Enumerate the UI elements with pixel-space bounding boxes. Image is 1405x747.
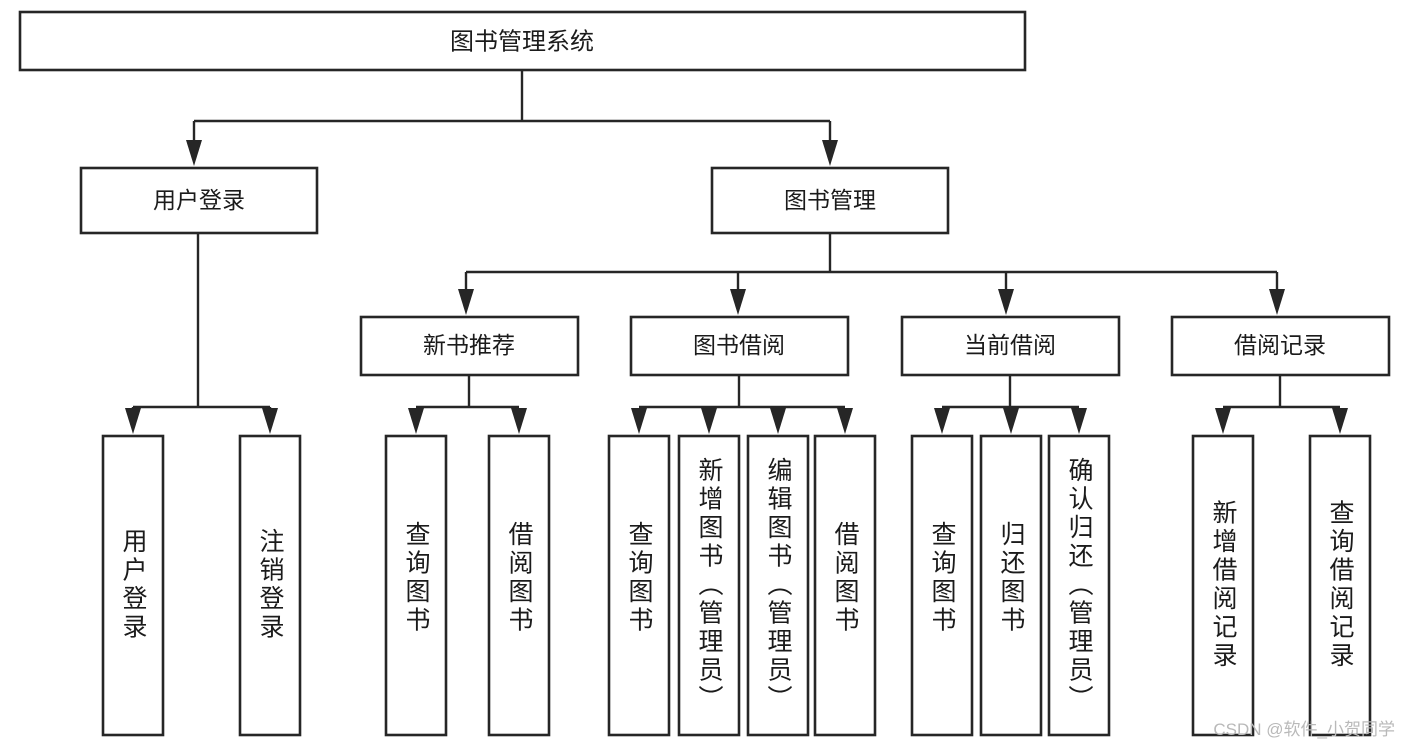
node-book-borrow-label: 图书借阅 xyxy=(693,332,785,358)
node-leaf-logout-login-label: 注销登录 xyxy=(256,528,285,642)
node-leaf-user-login[interactable]: 用户登录 xyxy=(101,434,165,737)
arrow-head-leaf-confirm-return xyxy=(1071,408,1087,434)
connector-group-current-borrow xyxy=(934,375,1087,434)
connector-group-book-management xyxy=(458,233,1285,315)
node-leaf-query-book-3-box[interactable] xyxy=(910,434,974,737)
node-current-borrow[interactable]: 当前借阅 xyxy=(900,315,1121,377)
arrow-head-leaf-query-book-1 xyxy=(408,408,424,434)
arrow-head-book-management xyxy=(822,140,838,166)
node-user-login-label: 用户登录 xyxy=(153,187,245,213)
node-leaf-add-book[interactable]: 新增图书（管理员） xyxy=(677,434,741,737)
node-current-borrow-label: 当前借阅 xyxy=(964,332,1056,358)
arrow-head-leaf-logout-login xyxy=(262,408,278,434)
node-root[interactable]: 图书管理系统 xyxy=(18,10,1027,72)
node-leaf-edit-book[interactable]: 编辑图书（管理员） xyxy=(746,434,810,737)
arrow-head-leaf-return-book xyxy=(1003,408,1019,434)
node-current-borrow-box[interactable] xyxy=(900,315,1121,377)
node-leaf-logout-login[interactable]: 注销登录 xyxy=(238,434,302,737)
node-root-box[interactable] xyxy=(18,10,1027,72)
node-leaf-edit-book-box[interactable] xyxy=(746,434,810,737)
arrow-head-leaf-borrow-book-2 xyxy=(837,408,853,434)
arrow-head-book-borrow xyxy=(730,289,746,315)
node-new-book-recommend-label: 新书推荐 xyxy=(423,332,515,358)
node-user-login-box[interactable] xyxy=(79,166,319,235)
arrow-head-leaf-query-book-2 xyxy=(631,408,647,434)
arrow-head-user-login xyxy=(186,140,202,166)
node-leaf-add-record-box[interactable] xyxy=(1191,434,1255,737)
node-leaf-query-book-1-box[interactable] xyxy=(384,434,448,737)
node-leaf-confirm-return-box[interactable] xyxy=(1047,434,1111,737)
arrow-head-borrow-record xyxy=(1269,289,1285,315)
node-leaf-confirm-return[interactable]: 确认归还（管理员） xyxy=(1047,434,1111,737)
node-leaf-add-book-label: 新增图书（管理员） xyxy=(695,457,724,714)
node-leaf-query-book-2-box[interactable] xyxy=(607,434,671,737)
node-book-borrow[interactable]: 图书借阅 xyxy=(629,315,850,377)
node-root-label: 图书管理系统 xyxy=(450,28,594,55)
arrow-head-leaf-borrow-book-1 xyxy=(511,408,527,434)
node-book-management[interactable]: 图书管理 xyxy=(710,166,950,235)
arrow-head-leaf-user-login xyxy=(125,408,141,434)
connector-group-root xyxy=(186,70,838,166)
arrow-head-new-book-recommend xyxy=(458,289,474,315)
node-leaf-user-login-box[interactable] xyxy=(101,434,165,737)
node-leaf-borrow-book-2[interactable]: 借阅图书 xyxy=(813,434,877,737)
node-new-book-recommend[interactable]: 新书推荐 xyxy=(359,315,580,377)
node-leaf-query-book-1-label: 查询图书 xyxy=(402,521,431,635)
arrow-head-leaf-query-book-3 xyxy=(934,408,950,434)
node-leaf-add-book-box[interactable] xyxy=(677,434,741,737)
node-book-borrow-box[interactable] xyxy=(629,315,850,377)
connector-group-borrow-record xyxy=(1215,375,1348,434)
node-leaf-confirm-return-label: 确认归还（管理员） xyxy=(1065,457,1094,714)
connector-group-new-book-recommend xyxy=(408,375,527,434)
node-leaf-borrow-book-1-label: 借阅图书 xyxy=(505,521,534,635)
node-leaf-borrow-book-2-box[interactable] xyxy=(813,434,877,737)
node-new-book-recommend-box[interactable] xyxy=(359,315,580,377)
node-leaf-query-record[interactable]: 查询借阅记录 xyxy=(1308,434,1372,737)
node-user-login[interactable]: 用户登录 xyxy=(79,166,319,235)
node-leaf-query-book-2[interactable]: 查询图书 xyxy=(607,434,671,737)
arrow-head-leaf-query-record xyxy=(1332,408,1348,434)
node-leaf-borrow-book-1-box[interactable] xyxy=(487,434,551,737)
node-leaf-query-book-3-label: 查询图书 xyxy=(928,521,957,635)
arrow-head-leaf-add-record xyxy=(1215,408,1231,434)
node-book-management-box[interactable] xyxy=(710,166,950,235)
arrow-head-leaf-edit-book xyxy=(770,408,786,434)
node-leaf-query-book-1[interactable]: 查询图书 xyxy=(384,434,448,737)
arrow-head-leaf-add-book xyxy=(701,408,717,434)
node-borrow-record[interactable]: 借阅记录 xyxy=(1170,315,1391,377)
connector-group-book-borrow xyxy=(631,375,853,434)
node-book-management-label: 图书管理 xyxy=(784,187,876,213)
node-leaf-user-login-label: 用户登录 xyxy=(119,528,148,642)
connector-group-user-login xyxy=(125,233,278,434)
node-borrow-record-box[interactable] xyxy=(1170,315,1391,377)
node-leaf-return-book[interactable]: 归还图书 xyxy=(979,434,1043,737)
node-leaf-borrow-book-2-label: 借阅图书 xyxy=(831,521,860,635)
node-leaf-query-book-3[interactable]: 查询图书 xyxy=(910,434,974,737)
node-leaf-return-book-label: 归还图书 xyxy=(997,521,1026,635)
node-leaf-borrow-book-1[interactable]: 借阅图书 xyxy=(487,434,551,737)
node-leaf-query-record-label: 查询借阅记录 xyxy=(1326,500,1355,671)
node-leaf-edit-book-label: 编辑图书（管理员） xyxy=(764,457,793,714)
node-leaf-return-book-box[interactable] xyxy=(979,434,1043,737)
node-leaf-query-record-box[interactable] xyxy=(1308,434,1372,737)
node-leaf-logout-login-box[interactable] xyxy=(238,434,302,737)
arrow-head-current-borrow xyxy=(998,289,1014,315)
node-leaf-add-record[interactable]: 新增借阅记录 xyxy=(1191,434,1255,737)
watermark-text: CSDN @软件_小贺同学 xyxy=(1213,720,1395,739)
node-leaf-query-book-2-label: 查询图书 xyxy=(625,521,654,635)
node-leaf-add-record-label: 新增借阅记录 xyxy=(1209,500,1238,671)
node-borrow-record-label: 借阅记录 xyxy=(1234,332,1326,358)
